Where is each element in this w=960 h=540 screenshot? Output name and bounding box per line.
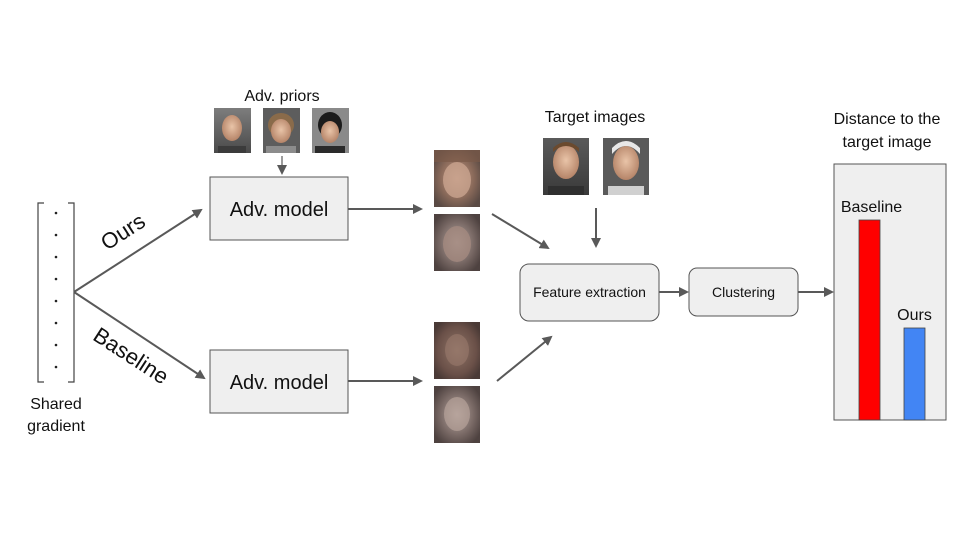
- bar-ours: [903, 327, 926, 421]
- feature-extraction-label: Feature extraction: [533, 284, 646, 300]
- adv-model-box-baseline: Adv. model: [209, 349, 349, 414]
- adv-prior-face-1: [214, 108, 251, 153]
- shared-gradient-label-line2: gradient: [27, 418, 85, 435]
- bar-baseline: [858, 219, 881, 421]
- distance-chart-panel: [833, 163, 947, 421]
- distance-label-line1: Distance to the: [834, 111, 941, 128]
- adv-model-label-baseline: Adv. model: [230, 372, 329, 394]
- arrow-to-ours-model: [73, 208, 203, 293]
- recon-image-baseline-2: [434, 386, 480, 443]
- clustering-box: Clustering: [688, 267, 799, 317]
- shared-gradient-vector: [37, 202, 75, 383]
- target-face-1: [543, 138, 589, 195]
- baseline-path-label: Baseline: [89, 322, 173, 389]
- recon-image-ours-2: [434, 214, 480, 271]
- clustering-label: Clustering: [712, 284, 775, 300]
- target-images-label: Target images: [545, 109, 646, 126]
- adv-priors-label: Adv. priors: [244, 88, 319, 105]
- bar-label-baseline: Baseline: [841, 199, 902, 216]
- adv-model-box-ours: Adv. model: [209, 176, 349, 241]
- target-face-2: [603, 138, 649, 195]
- adv-model-label-ours: Adv. model: [230, 199, 329, 221]
- arrow-to-baseline-model: [73, 291, 206, 380]
- adv-prior-face-2: [263, 108, 300, 153]
- recon-image-baseline-1: [434, 322, 480, 379]
- feature-extraction-box: Feature extraction: [519, 263, 660, 322]
- arrow-recon-baseline-to-features: [496, 335, 553, 382]
- shared-gradient-label-line1: Shared: [30, 396, 82, 413]
- recon-image-ours-1: [434, 150, 480, 207]
- distance-label-line2: target image: [843, 134, 932, 151]
- arrow-recon-ours-to-features: [491, 213, 550, 250]
- bar-label-ours: Ours: [897, 307, 932, 324]
- adv-prior-face-3: [312, 108, 349, 153]
